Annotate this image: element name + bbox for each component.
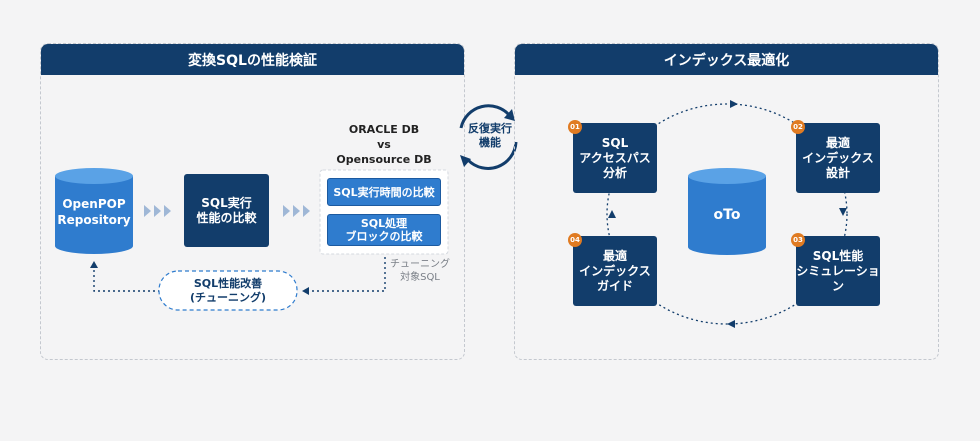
arrow-up-icon-2 [608, 210, 616, 218]
chevron-arrows-icon-2 [283, 205, 310, 217]
sql-verification-panel: 変換SQLの性能検証 [40, 43, 465, 360]
sql-improve-label: SQL性能改善 (チューニング) [189, 276, 267, 304]
improve-pill-frame [158, 270, 298, 311]
step-03-badge: 03 [791, 233, 805, 247]
step-04-index-guide: 最適 インデックス ガイド [573, 236, 657, 306]
step-03-simulation: SQL性能 シミュレーション [796, 236, 880, 306]
db-item-exec-time: SQL実行時間の比較 [327, 178, 441, 206]
arrow-down-icon [839, 208, 847, 216]
db-comparison-list: SQL実行時間の比較 SQL処理 ブロックの比較 [320, 170, 448, 254]
oto-hub-label: oTo [713, 207, 741, 223]
iterative-execution-label: 反復実行 機能 [468, 122, 512, 149]
tuning-target-note: チューニング 対象SQL [390, 259, 450, 283]
repository-cylinder-icon [55, 168, 133, 254]
step-04-badge: 04 [568, 233, 582, 247]
arrow-left-icon [302, 287, 309, 295]
oto-cylinder-icon [688, 168, 766, 255]
arrow-right-icon [730, 100, 738, 108]
step-02-index-design: 最適 インデックス 設計 [796, 123, 880, 193]
sql-compare-box: SQL実行 性能の比較 [184, 174, 269, 247]
sql-verification-title: 変換SQLの性能検証 [41, 44, 464, 75]
step-01-access-path: SQL アクセスパス 分析 [573, 123, 657, 193]
step-02-badge: 02 [791, 120, 805, 134]
index-optimization-panel: インデックス最適化 [514, 43, 939, 360]
arrow-left-icon-2 [727, 320, 735, 328]
arrow-up-icon [90, 261, 98, 268]
index-optimization-title: インデックス最適化 [515, 44, 938, 75]
chevron-arrows-icon [144, 205, 171, 217]
db-comparison-header: ORACLE DB vs Opensource DB [336, 123, 432, 166]
step-01-badge: 01 [568, 120, 582, 134]
db-item-blocks: SQL処理 ブロックの比較 [327, 214, 441, 246]
repository-label: OpenPOP Repository [57, 197, 131, 227]
